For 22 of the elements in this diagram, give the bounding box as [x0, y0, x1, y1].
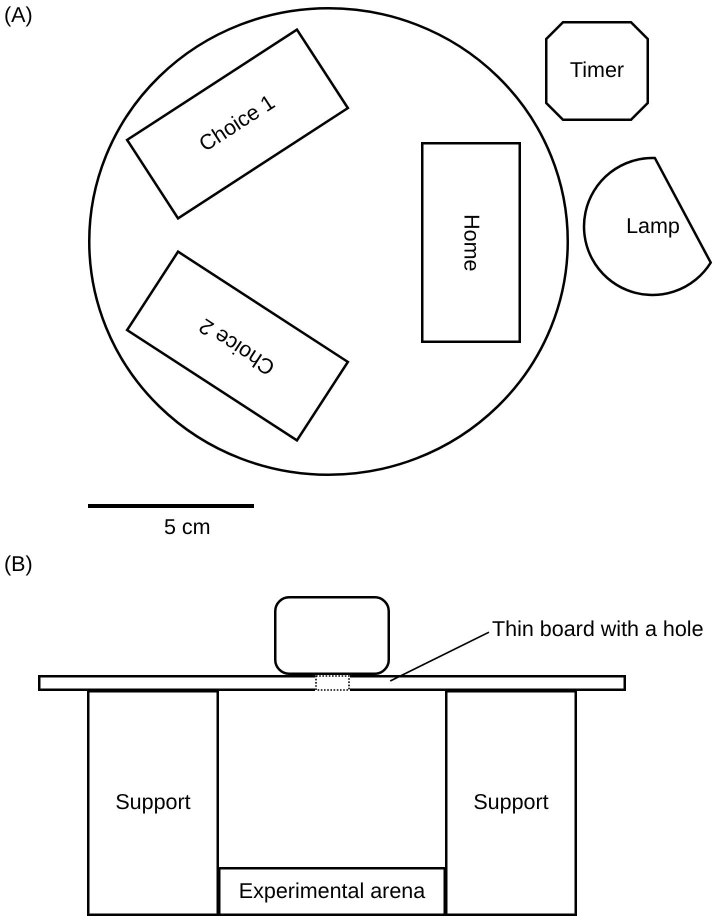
choice-zone: [125, 249, 350, 442]
choice-zone: [125, 27, 350, 220]
round-arena: [88, 7, 569, 476]
camera-block: [274, 596, 390, 675]
leader-line: [390, 631, 490, 682]
timer-octagon: [545, 21, 649, 121]
scale-label: 5 cm: [164, 516, 211, 540]
lamp-shape: [583, 157, 715, 297]
home-zone: [421, 142, 521, 343]
arena-compartment: [218, 867, 446, 916]
support-block: [445, 690, 577, 916]
support-label: Support: [115, 791, 191, 815]
support-label: Support: [473, 791, 549, 815]
arena-label: Experimental arena: [238, 880, 426, 904]
callout-text: Thin board with a hole: [492, 618, 704, 642]
timer-label: Timer: [570, 59, 624, 83]
panel-label: (B): [4, 553, 33, 577]
lamp-label: Lamp: [626, 215, 680, 239]
board-bar: [38, 675, 626, 691]
panel-label: (A): [4, 4, 33, 28]
support-block: [87, 690, 219, 916]
zone-label: Home: [459, 214, 483, 272]
